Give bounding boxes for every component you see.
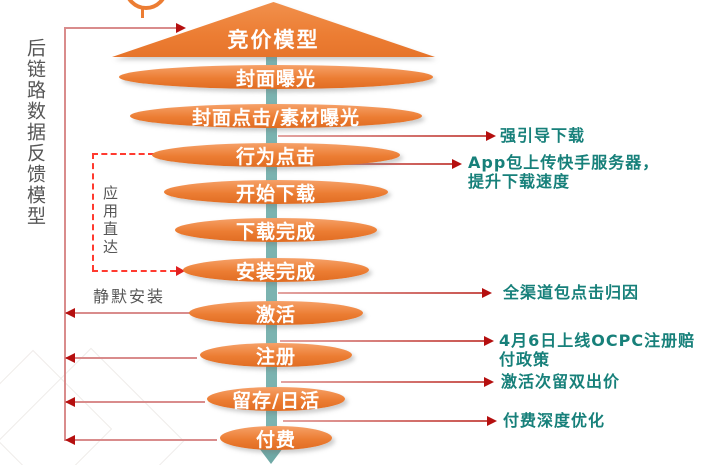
feedback-line-retention xyxy=(66,401,205,403)
right-arrow-icon xyxy=(452,159,462,169)
annotation-omni-channel-attribution: 全渠道包点击归因 xyxy=(503,283,640,302)
annotation-strong-guide-download: 强引导下载 xyxy=(500,126,586,145)
right-arrow-icon xyxy=(486,131,496,141)
funnel-top-triangle: 竞价模型 xyxy=(112,2,435,57)
annotation-app-package-upload: App包上传快手服务器， 提升下载速度 xyxy=(468,153,660,191)
down-arrow-icon xyxy=(259,448,283,464)
feedback-line-register xyxy=(66,357,197,359)
dashed-bracket-side xyxy=(92,153,94,271)
funnel-stage-activation: 激活 xyxy=(189,301,363,326)
annotation-double-bid: 激活次留双出价 xyxy=(501,372,621,391)
annotation-ocpc-policy: 4月6日上线OCPC注册赔付政策 xyxy=(499,331,696,369)
dashed-bracket-bottom xyxy=(92,270,176,272)
annotation-line xyxy=(278,292,482,294)
label-silent-install: 静默安装 xyxy=(93,287,166,306)
right-arrow-icon xyxy=(484,336,494,346)
label-app-direct: 应用直达 xyxy=(101,185,119,257)
funnel-stage-behavior-click: 行为点击 xyxy=(152,143,400,168)
right-arrow-icon xyxy=(176,23,186,33)
funnel-stage-install-complete: 安装完成 xyxy=(183,258,369,283)
annotation-line xyxy=(281,381,484,383)
funnel-spine xyxy=(266,54,277,448)
annotation-line xyxy=(280,340,484,342)
feedback-line-top xyxy=(64,27,176,29)
right-arrow-icon xyxy=(176,266,185,276)
right-arrow-icon xyxy=(482,288,492,298)
left-arrow-icon xyxy=(65,353,75,363)
annotation-line xyxy=(283,420,487,422)
annotation-line xyxy=(278,135,486,137)
funnel-top-label: 竞价模型 xyxy=(227,28,320,52)
annotation-payment-optimization: 付费深度优化 xyxy=(503,411,606,430)
dashed-bracket-top xyxy=(92,153,154,155)
left-arrow-icon xyxy=(65,435,75,445)
funnel-stage-register: 注册 xyxy=(200,343,352,368)
circle-pin-icon-stem xyxy=(141,7,144,18)
feedback-vertical-line xyxy=(64,27,66,441)
right-arrow-icon xyxy=(487,416,497,426)
feedback-line-activation xyxy=(66,312,190,314)
funnel-stage-cover-click: 封面点击/素材曝光 xyxy=(130,104,422,129)
funnel-stage-payment: 付费 xyxy=(220,426,332,451)
feedback-line-payment xyxy=(66,439,217,441)
left-arrow-icon xyxy=(65,397,75,407)
diagram-title-vertical: 后链路数据反馈模型 xyxy=(24,38,46,227)
funnel-stage-cover-exposure: 封面曝光 xyxy=(119,65,433,90)
funnel-stage-download-complete: 下载完成 xyxy=(175,218,377,243)
funnel-stage-download-start: 开始下载 xyxy=(164,180,388,205)
left-arrow-icon xyxy=(65,308,75,318)
right-arrow-icon xyxy=(484,377,494,387)
funnel-stage-retention-dau: 留存/日活 xyxy=(207,387,345,412)
